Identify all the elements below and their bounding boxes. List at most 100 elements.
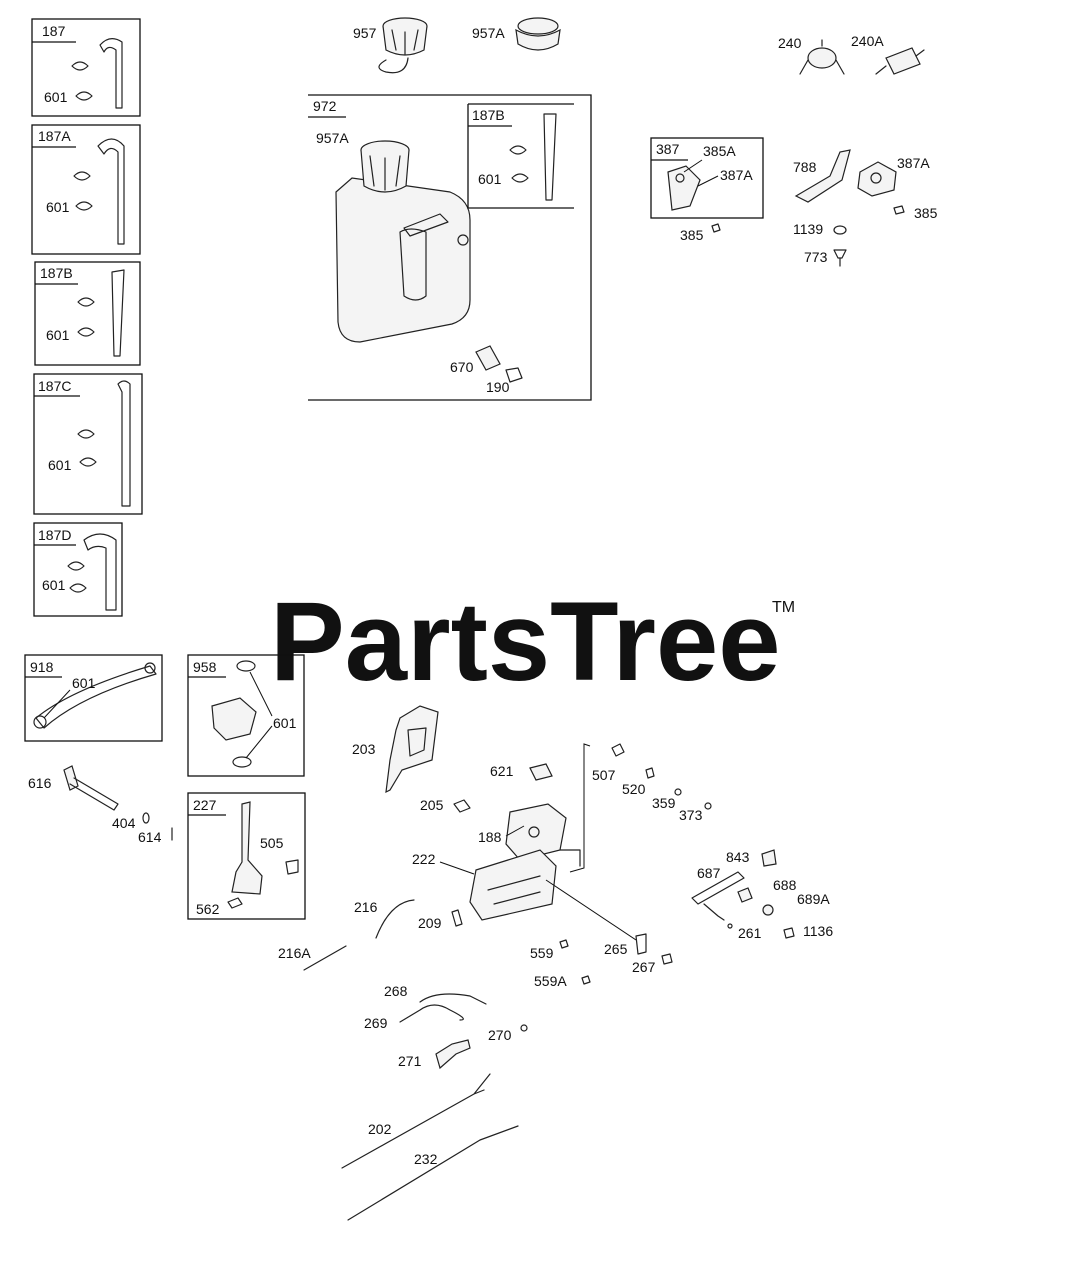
part-label-232: 232 [414, 1151, 438, 1167]
part-373-nut[interactable]: 373 [679, 802, 712, 823]
part-689A-nut[interactable]: 689A [762, 891, 830, 916]
part-label-601: 601 [42, 577, 66, 593]
hose-clamp-part [67, 561, 87, 593]
part-387A-fuel-pump[interactable]: 387A [857, 155, 930, 197]
kit-187D-label: 187D [38, 527, 71, 543]
part-265-bushing[interactable]: 265 [545, 879, 647, 957]
kit-958-shutoff-valve[interactable]: 958 601 [187, 654, 305, 777]
part-label-261: 261 [738, 925, 762, 941]
part-label-216: 216 [354, 899, 378, 915]
part-188-control-plate[interactable]: 188 [478, 803, 567, 861]
part-label-601: 601 [48, 457, 72, 473]
part-216-link[interactable]: 216 [354, 899, 415, 939]
part-label-957A: 957A [472, 25, 505, 41]
kit-187[interactable]: 187 601 [31, 18, 141, 117]
kit-227-governor-lever[interactable]: 227 505 562 [187, 792, 306, 920]
fuel-line-part [117, 380, 131, 507]
hose-clamp-part [77, 297, 95, 337]
part-359-washer[interactable]: 359 [652, 788, 682, 811]
kit-187A[interactable]: 187A 601 [31, 124, 141, 255]
kit-187B[interactable]: 187B 601 [34, 261, 141, 366]
part-label-562: 562 [196, 901, 220, 917]
part-788-pump-bracket[interactable]: 788 [793, 149, 851, 203]
part-label-404: 404 [112, 815, 136, 831]
part-label-507: 507 [592, 767, 616, 783]
kit-958-label: 958 [193, 659, 217, 675]
part-label-188: 188 [478, 829, 502, 845]
part-label-268: 268 [384, 983, 408, 999]
part-1136-screw[interactable]: 1136 [783, 923, 833, 939]
part-559-screw[interactable]: 559 [530, 939, 569, 961]
kit-187C[interactable]: 187C 601 [33, 373, 143, 515]
part-957A-fuel-cap[interactable]: 957A [472, 17, 561, 51]
part-687-lever[interactable]: 687 [691, 865, 745, 921]
part-label-269: 269 [364, 1015, 388, 1031]
part-670 [475, 345, 501, 371]
part-label-957: 957 [353, 25, 377, 41]
kit-187-label: 187 [42, 23, 66, 39]
fuel-tank-part [335, 177, 471, 343]
part-label-957A: 957A [316, 130, 349, 146]
part-843-clip[interactable]: 843 [726, 849, 777, 867]
hose-clamp-part [73, 171, 93, 211]
part-614-pin[interactable]: 614 [138, 827, 173, 845]
cap-tether-part [378, 57, 409, 74]
part-621-spring-clip[interactable]: 621 [490, 763, 553, 781]
part-label-1136: 1136 [803, 923, 833, 939]
part-240A-fuel-filter[interactable]: 240A [851, 33, 925, 75]
part-label-387A: 387A [897, 155, 930, 171]
part-270-clip[interactable]: 270 [488, 1024, 528, 1043]
part-385-screw[interactable]: 385 [893, 205, 938, 221]
part-222-control-bracket[interactable]: 222 [412, 743, 591, 921]
kit-972-fuel-tank[interactable]: 972 957A 670 190 187B 601 [308, 94, 592, 401]
part-268-cable[interactable]: 268 [384, 983, 487, 1005]
part-label-1139: 1139 [793, 221, 823, 237]
part-559A-screw[interactable]: 559A [534, 973, 591, 989]
part-240-fuel-filter[interactable]: 240 [778, 35, 845, 75]
part-232-spring-rod[interactable]: 232 [347, 1125, 519, 1221]
part-label-385A: 385A [703, 143, 736, 159]
part-216A-link[interactable]: 216A [278, 945, 347, 971]
part-202-link-rod[interactable]: 202 [341, 1073, 491, 1169]
kit-187D[interactable]: 187D 601 [33, 522, 123, 617]
part-688-spring[interactable]: 688 [737, 877, 797, 903]
part-label-270: 270 [488, 1027, 512, 1043]
fuel-line-part [99, 38, 123, 109]
hose-clamp-part [71, 61, 93, 101]
part-label-601: 601 [44, 89, 68, 105]
part-203-air-vane-bracket[interactable]: 203 [352, 705, 439, 794]
part-label-773: 773 [804, 249, 828, 265]
part-label-687: 687 [697, 865, 721, 881]
kit-387-fuel-pump[interactable]: 387 385A 387A 385 [650, 137, 764, 243]
part-404-washer[interactable]: 404 [112, 812, 150, 831]
kit-187B-label: 187B [40, 265, 73, 281]
kit-187B-inner-label: 187B [472, 107, 505, 123]
part-190 [505, 367, 523, 383]
kit-918-fuel-line[interactable]: 918 601 [24, 654, 163, 742]
part-label-689A: 689A [797, 891, 830, 907]
part-205-screw[interactable]: 205 [420, 797, 471, 813]
part-label-202: 202 [368, 1121, 392, 1137]
part-271-bracket[interactable]: 271 [398, 1039, 471, 1070]
part-616-governor-shaft[interactable]: 616 [28, 765, 119, 811]
part-773-screw[interactable]: 773 [804, 249, 847, 267]
part-507-screw[interactable]: 507 [592, 743, 625, 783]
part-label-373: 373 [679, 807, 703, 823]
trademark-mark: TM [772, 599, 795, 616]
part-label-616: 616 [28, 775, 52, 791]
part-label-559A: 559A [534, 973, 567, 989]
part-209-spring[interactable]: 209 [418, 909, 463, 931]
part-261-screw[interactable]: 261 [727, 923, 762, 941]
kit-227-label: 227 [193, 797, 217, 813]
kit-918-label: 918 [30, 659, 54, 675]
part-269-cable[interactable]: 269 [364, 1004, 464, 1031]
part-957-fuel-cap[interactable]: 957 [353, 17, 428, 74]
part-label-359: 359 [652, 795, 676, 811]
kit-187A-label: 187A [38, 128, 71, 144]
part-1139-washer[interactable]: 1139 [793, 221, 847, 237]
partstree-watermark: PartsTree [270, 579, 781, 704]
part-267-nut[interactable]: 267 [632, 953, 673, 975]
part-label-209: 209 [418, 915, 442, 931]
part-520-nut[interactable]: 520 [622, 767, 655, 797]
